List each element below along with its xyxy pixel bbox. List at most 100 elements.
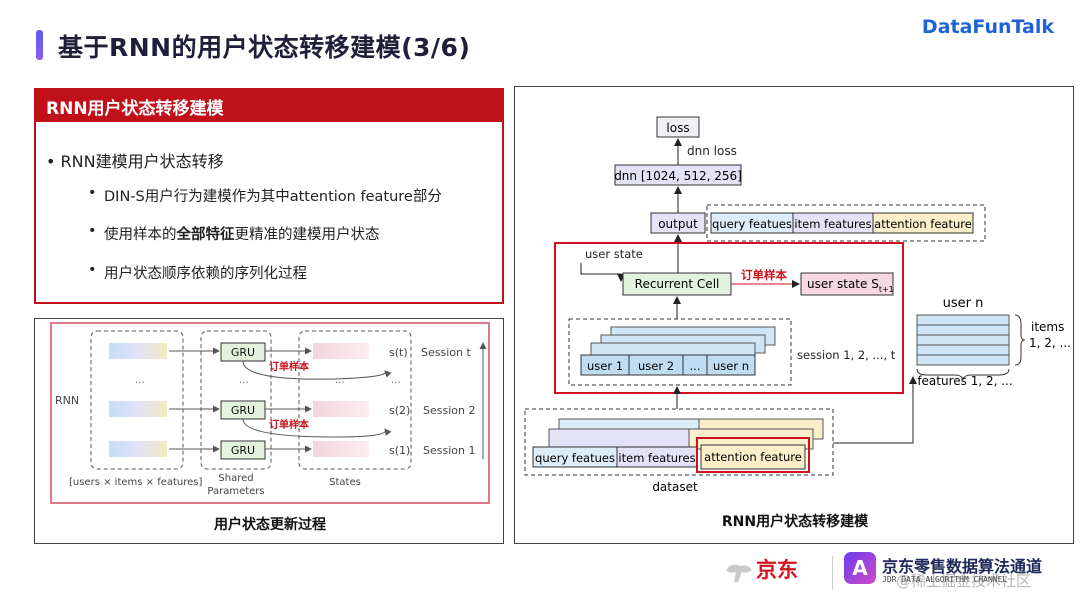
dataset-label: dataset <box>652 480 698 494</box>
rnn-svg: loss dnn loss dnn [1024, 512, 256] outpu… <box>524 116 1071 530</box>
jd-dog-icon <box>726 564 752 582</box>
user-dots-text: ... <box>690 359 701 373</box>
features-range-label: features 1, 2, ... <box>917 374 1012 388</box>
channel-name: 京东零售数据算法通道 <box>882 557 1043 576</box>
loss-text: loss <box>666 121 689 135</box>
title-accent-bar <box>36 30 43 60</box>
watermark: @稀土掘金技术社区 <box>896 572 1032 590</box>
state-label: s(1) <box>389 444 410 457</box>
output-text: output <box>658 217 698 231</box>
channel-logo-icon: A <box>844 552 876 584</box>
page-title: 基于RNN的用户状态转移建模(3/6) <box>58 33 471 62</box>
diagram-outer-frame <box>50 322 490 504</box>
user-n-label: user n <box>943 296 984 311</box>
states-label: States <box>329 477 361 488</box>
next-state-box <box>800 272 894 296</box>
state-update-diagram: RNN GRU s(t) Session t ... ... ... ... 订… <box>34 318 504 544</box>
state-bar <box>313 441 369 457</box>
state-bar <box>313 343 369 359</box>
state-label: s(2) <box>389 404 410 417</box>
top-features-group <box>706 204 986 242</box>
row-session-t: GRU s(t) Session t <box>109 342 471 362</box>
shared-params-group <box>200 330 272 470</box>
main-bullet-text: RNN建模用户状态转移 <box>60 152 224 171</box>
dnn-loss-label: dnn loss <box>687 144 737 158</box>
text-panel: RNN用户状态转移建模 • RNN建模用户状态转移 DIN-S用户行为建模作为其… <box>34 88 504 304</box>
items-label: items <box>1031 320 1064 334</box>
bottom-attention-feature <box>700 444 806 470</box>
output-box <box>650 212 706 234</box>
dots: ... <box>335 375 345 386</box>
text-panel-heading: RNN用户状态转移建模 <box>36 90 502 122</box>
dataset-to-matrix-arrow <box>833 376 917 444</box>
channel-subtitle: JDR DATA ALGORITHM CHANNEL <box>882 575 1008 584</box>
order-sample-label: 订单样本 <box>269 360 310 373</box>
state-bar <box>313 401 369 417</box>
gru-cell <box>220 440 266 460</box>
top-attention-text: attention feature <box>874 217 972 231</box>
session-label: Session 2 <box>423 404 475 417</box>
sub-bullet-3: 用户状态顺序依赖的序列化过程 <box>88 262 307 283</box>
features-brace <box>916 368 1010 381</box>
session-label: Session 1 <box>423 444 475 457</box>
items-brace <box>1014 314 1026 366</box>
gru-text: GRU <box>231 444 255 457</box>
user-n-text: user n <box>713 359 749 373</box>
sub-bullet-2-post: 更精准的建模用户状态 <box>234 227 380 243</box>
brand-logo: DataFunTalk <box>921 16 1054 38</box>
user-state-label: user state <box>585 247 643 261</box>
sub-bullet-3-text: 用户状态顺序依赖的序列化过程 <box>104 266 307 282</box>
dots: ... <box>391 375 401 386</box>
users-axis-label: [users × items × features] <box>69 477 203 488</box>
order-sample-label: 订单样本 <box>741 268 787 282</box>
state-loop-arrow <box>580 263 625 282</box>
user-feature-matrix <box>916 314 1010 366</box>
footer-divider <box>832 556 833 590</box>
dnn-text: dnn [1024, 512, 256] <box>614 169 742 183</box>
right-caption: RNN用户状态转移建模 <box>722 513 869 530</box>
state-label: s(t) <box>389 346 408 359</box>
sub-bullet-2: 使用样本的全部特征更精准的建模用户状态 <box>88 223 380 244</box>
sub-bullet-2-pre: 使用样本的 <box>104 227 177 243</box>
gru-text: GRU <box>231 346 255 359</box>
row-session-2: GRU s(2) Session 2 <box>109 400 475 420</box>
shared-label-1: Shared <box>218 473 253 484</box>
shared-label-2: Parameters <box>207 486 264 497</box>
user-n-cell <box>706 354 756 376</box>
main-bullet: • RNN建模用户状态转移 <box>46 152 224 171</box>
gru-text: GRU <box>231 404 255 417</box>
left-caption: 用户状态更新过程 <box>214 516 326 533</box>
session-label: Session t <box>421 346 471 359</box>
sub-bullet-2-bold: 全部特征 <box>176 227 235 243</box>
rnn-highlight-box <box>554 242 904 394</box>
row-session-1: GRU s(1) Session 1 <box>109 440 475 460</box>
user-1-text: user 1 <box>587 359 623 373</box>
attention-highlight <box>696 437 810 473</box>
users-row: user 1 user 2 ... user n <box>580 354 756 376</box>
recurrent-arrow <box>242 418 392 438</box>
sub-bullet-1: DIN-S用户行为建模作为其中attention feature部分 <box>88 185 442 206</box>
bottom-item-text: item features <box>618 451 695 465</box>
top-attention-feature <box>872 212 974 234</box>
bottom-attention-text: attention feature <box>704 450 802 464</box>
feature-bar <box>109 401 167 417</box>
recurrent-arrow <box>242 360 392 380</box>
rnn-state-transfer-diagram: loss dnn loss dnn [1024, 512, 256] outpu… <box>514 86 1074 544</box>
user-2-text: user 2 <box>638 359 674 373</box>
items-range-label: 1, 2, ... <box>1029 336 1071 350</box>
bottom-query-text: query featues <box>535 451 615 465</box>
feature-bar <box>109 343 167 359</box>
loss-box <box>656 116 700 138</box>
rnn-label: RNN <box>55 394 79 407</box>
dots: ... <box>239 375 249 386</box>
state-update-svg: RNN GRU s(t) Session t ... ... ... ... 订… <box>50 322 490 533</box>
session-group <box>568 318 792 386</box>
dataset-group <box>524 408 834 476</box>
top-query-text: query featues <box>712 217 792 231</box>
session-range-label: session 1, 2, ..., t <box>797 348 896 362</box>
feature-bar <box>109 441 167 457</box>
next-state-text: user state St+1 <box>807 277 894 294</box>
top-item-text: item features <box>794 217 871 231</box>
dnn-box <box>614 164 742 186</box>
jd-logo: 京东 <box>756 558 798 582</box>
